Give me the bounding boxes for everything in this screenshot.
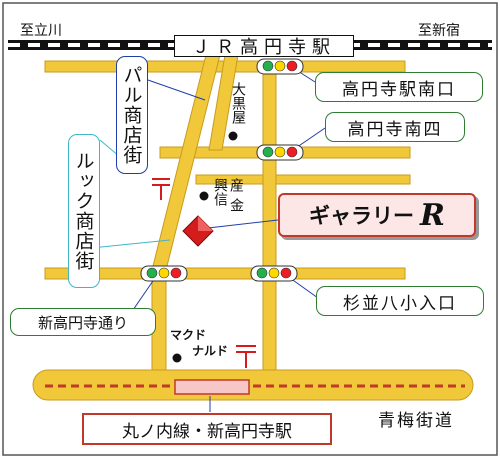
ome-kaido-label: 青梅街道: [378, 411, 454, 431]
gallery-name: ギャラリー: [309, 204, 415, 228]
signal-minami-4: [256, 144, 304, 161]
mcdonalds-label-2: ナルド: [192, 344, 229, 358]
signal-south-exit: [256, 58, 304, 75]
direction-tachikawa: 至立川: [20, 23, 62, 39]
subway-station-box: [174, 379, 250, 395]
jr-station-label: ＪＲ高円寺駅: [174, 35, 354, 58]
direction-shinjuku: 至新宿: [418, 23, 460, 39]
road-lower: [44, 267, 406, 280]
kin-label: 金: [228, 198, 244, 212]
subway-station-label: 丸ノ内線・新高円寺駅: [82, 413, 332, 445]
mcdonalds-label-1: マクド: [170, 328, 207, 342]
koshin-label: 興信: [212, 178, 228, 206]
signal-suginami-8: [250, 265, 298, 282]
mcdonalds-dot: [172, 353, 182, 363]
shin-koenji-dori-label: 新高円寺通り: [10, 308, 156, 336]
post-office-icon: [236, 345, 256, 368]
signal-label-suginami-8: 杉並八小入口: [316, 286, 484, 316]
signal-label-south-exit: 高円寺駅南口: [315, 72, 483, 102]
pal-shotengai-label: パル商店街: [116, 56, 148, 174]
daikokuya-label: 大黒屋: [230, 82, 246, 124]
gallery-label[interactable]: ギャラリー R: [278, 193, 476, 237]
signal-label-minami-4: 高円寺南四: [325, 112, 465, 142]
daikokuya-dot: [228, 131, 238, 141]
post-office-icon: [152, 178, 170, 200]
road-side: [195, 174, 411, 185]
road-vertical-right: [262, 60, 277, 392]
koshin-dot: [199, 191, 209, 201]
roads: [32, 54, 474, 401]
look-shotengai-label: ルック商店街: [68, 134, 100, 288]
signal-shin-koenji: [140, 265, 188, 282]
diamond-marker-icon: [182, 215, 214, 247]
gallery-logo: R: [420, 197, 445, 233]
kosan-label: 産: [228, 178, 244, 192]
